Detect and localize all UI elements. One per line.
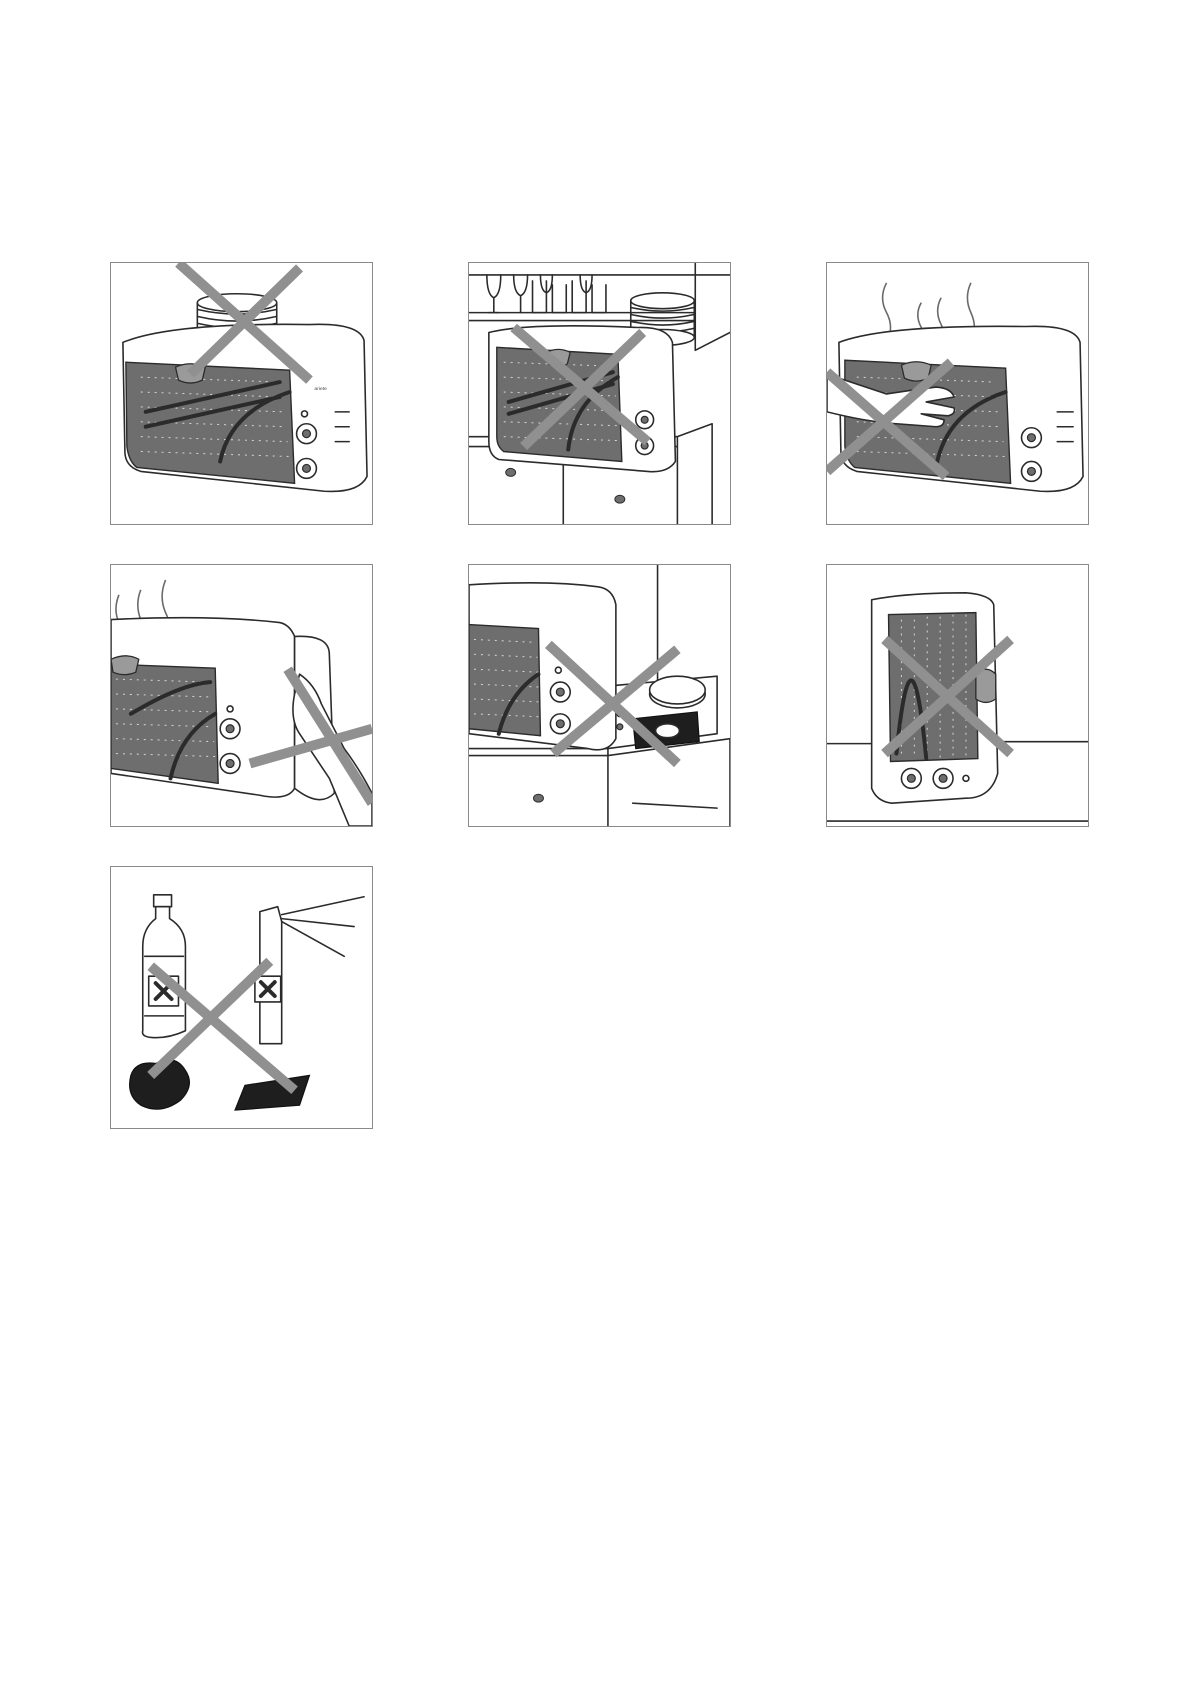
oven-near-hob-prohibited-icon bbox=[469, 565, 730, 826]
oven-upright-prohibited-icon bbox=[827, 565, 1088, 826]
warning-panel-no-enclosed-cabinet bbox=[468, 262, 731, 525]
bottle bbox=[143, 895, 186, 1038]
warning-panel-keep-away-from-heat-source bbox=[468, 564, 731, 827]
brand-label: ariete bbox=[314, 386, 327, 392]
warning-panel-do-not-stand-upright bbox=[826, 564, 1089, 827]
warning-panel-no-harsh-cleaners bbox=[110, 866, 373, 1129]
oven-body: ariete bbox=[123, 324, 367, 491]
hand-on-hot-door-prohibited-icon bbox=[827, 263, 1088, 524]
glasses bbox=[487, 275, 606, 313]
scouring-pad bbox=[235, 1075, 309, 1110]
oven-body bbox=[489, 326, 676, 472]
warning-panel-do-not-touch-hot-door bbox=[826, 262, 1089, 525]
spray-can bbox=[255, 897, 364, 1044]
oven-body bbox=[872, 593, 998, 803]
warning-panel-do-not-touch-hot-sides bbox=[110, 564, 373, 827]
cleaning-products-prohibited-icon bbox=[111, 867, 372, 1128]
warning-panel-no-objects-on-top: ariete bbox=[110, 262, 373, 525]
plates-on-oven-prohibited-icon: ariete bbox=[111, 263, 372, 524]
hand-on-hot-side-prohibited-icon bbox=[111, 565, 372, 826]
oven-in-cabinet-prohibited-icon bbox=[469, 263, 730, 524]
